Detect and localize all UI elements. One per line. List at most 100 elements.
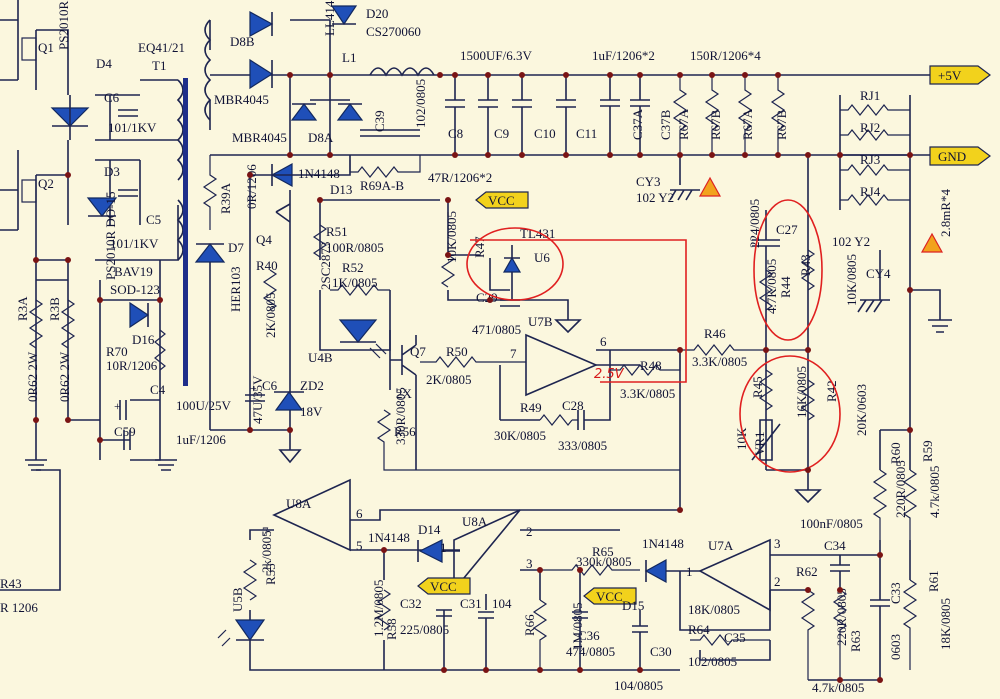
zd2-zener-icon: [274, 390, 304, 411]
d16-label: D16: [132, 332, 155, 347]
u8a-left-opamp-icon: [272, 478, 351, 552]
c33-label: C33: [888, 582, 903, 604]
mbr4045-1-label: MBR4045: [214, 92, 269, 107]
c11-label: C11: [576, 126, 597, 141]
r60-value: 220R/0805: [893, 460, 908, 518]
r58-value: 1.2M/0805: [371, 580, 386, 637]
d20-diode-icon: [330, 5, 358, 26]
c4-value: 100U/25V: [176, 398, 232, 413]
eq41-label: EQ41/21: [138, 40, 185, 55]
transformer-t1: [176, 19, 212, 386]
r47-value: 10K/0805: [444, 211, 459, 263]
c27-label: C27: [776, 222, 798, 237]
c6-value: 101/1KV: [108, 120, 157, 135]
c36-value: 474/0805: [566, 644, 615, 659]
d15-diode-icon: [644, 558, 667, 584]
r44-label: R44: [778, 276, 793, 298]
c6b-label: C6: [262, 378, 278, 393]
u6-label: U6: [534, 250, 550, 265]
u7a-pin1-label: 1: [686, 564, 693, 579]
d8a-label: D8A: [308, 130, 334, 145]
r48-label: R48: [640, 358, 662, 373]
r60-label: R60: [888, 442, 903, 464]
d8a-right-diode-icon: [336, 103, 364, 121]
r70-value: 10R/1206: [106, 358, 158, 373]
r69-value: 47R/1206*2: [428, 170, 492, 185]
q4-label: Q4: [256, 232, 272, 247]
r45-value: 16K/0805: [794, 366, 809, 418]
zd2-label: ZD2: [300, 378, 324, 393]
r46-label: R46: [704, 326, 726, 341]
r3a-value: 0R62 2W: [25, 351, 40, 402]
r3b-value: 0R62 2W: [57, 351, 72, 402]
u8a-pin5-label: 5: [356, 538, 363, 553]
r48-value: 3.3K/0805: [620, 386, 675, 401]
r64-value: 18K/0805: [688, 602, 740, 617]
r67b-2-label: R67B: [774, 109, 789, 140]
cap-1500uf-label: 1500UF/6.3V: [460, 48, 532, 63]
c59-label: C59: [114, 424, 136, 439]
r51-label: R51: [326, 224, 348, 239]
c33-value: 0603: [888, 634, 903, 660]
r61-value: 18K/0805: [938, 598, 953, 650]
r62-label: R62: [796, 564, 818, 579]
ll414-label: LL414: [322, 0, 337, 36]
vr1-value: 10K: [734, 427, 749, 450]
d7-diode-icon: [194, 243, 226, 263]
d15-label: D15: [622, 598, 644, 613]
u8a-left-label: U8A: [286, 496, 312, 511]
c5-value: 101/1KV: [110, 236, 159, 251]
u7b-pin7-label: 7: [510, 346, 517, 361]
u8a-pin7-label: 7: [262, 524, 269, 539]
plus5v-label: +5V: [938, 68, 962, 83]
c32-value: 225/0805: [400, 622, 449, 637]
r63-label: R63: [848, 630, 863, 652]
c34-label: C34: [824, 538, 846, 553]
u4b-label: U4B: [308, 350, 333, 365]
d15-1n4148-label: 1N4148: [642, 536, 684, 551]
r56-value: 330R/0805: [393, 387, 408, 445]
gnd-label: GND: [938, 149, 966, 164]
t1-label: T1: [152, 58, 166, 73]
c30-label: C30: [650, 644, 672, 659]
c10-label: C10: [534, 126, 556, 141]
c9-label: C9: [494, 126, 509, 141]
primary-switch-section: [0, 0, 179, 591]
d8b-top-diode-icon: [249, 10, 274, 38]
d4-label: D4: [96, 56, 112, 71]
u7b-pin6-label: 6: [600, 334, 607, 349]
r67a-1-label: R67A: [676, 108, 691, 140]
q4-type-label: 2SC2873: [318, 242, 333, 290]
junction-dots: [33, 72, 913, 683]
r59-label: R59: [920, 440, 935, 462]
c36-label: C36: [578, 628, 600, 643]
r49-label: R49: [520, 400, 542, 415]
d8b-diode-icon: [249, 58, 274, 90]
r58-label: R58: [384, 618, 399, 640]
r70-label: R70: [106, 344, 128, 359]
r64-label: R64: [688, 622, 710, 637]
r39a-value: 0R/1206: [244, 164, 259, 209]
u7b-opamp-icon: [525, 333, 599, 397]
u8a-pin6-label: 6: [356, 506, 363, 521]
r69-label: R69A-B: [360, 178, 404, 193]
r3b-label: R3B: [47, 297, 62, 321]
u7a-opamp-icon: [698, 538, 771, 612]
vcc-tag-3: VCC: [583, 587, 637, 605]
q2-label: Q2: [38, 176, 54, 191]
rj-value: 2.8mR*4: [938, 188, 953, 237]
cy3-value: 102 Y2: [636, 190, 674, 205]
u5b-label: U5B: [230, 587, 245, 612]
warning-icon-cy4: [920, 232, 944, 253]
c5-label: C5: [146, 212, 161, 227]
c31-label: C31: [460, 596, 482, 611]
d8a-left-diode-icon: [290, 103, 318, 121]
r66-label: R66: [522, 614, 537, 636]
r55-value: 2k/0805: [259, 530, 274, 573]
cy3-label: CY3: [636, 174, 661, 189]
rj2-label: RJ2: [860, 120, 880, 135]
r43-label: R43: [798, 254, 813, 276]
vcc-tag-2: VCC: [417, 577, 471, 595]
c35-label: C35: [724, 630, 746, 645]
